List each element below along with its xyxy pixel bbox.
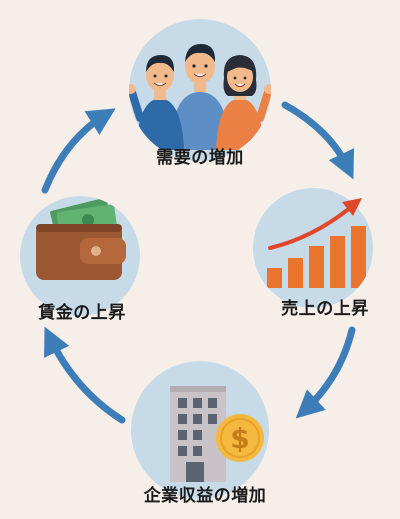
wallet-money-icon (20, 196, 140, 316)
office-building-coin-icon: $ (131, 361, 269, 499)
chart-bar-1 (267, 268, 282, 288)
chart-bar-4 (330, 236, 345, 288)
chart-bar-5 (351, 226, 366, 288)
node-label-wage: 賃金の上昇 (38, 303, 126, 323)
coin-icon (216, 414, 264, 462)
arrow-wage-to-demand (41, 108, 116, 194)
people-icon (129, 19, 271, 161)
arrow-sales-to-profit (295, 326, 356, 419)
arrow-demand-to-sales (281, 101, 355, 180)
chart-bar-2 (288, 258, 303, 288)
rising-bar-chart-icon (253, 188, 373, 308)
chart-bar-3 (309, 246, 324, 288)
node-label-demand: 需要の増加 (156, 148, 244, 168)
arrow-profit-to-wage (44, 326, 126, 424)
node-label-profit: 企業収益の増加 (143, 486, 267, 506)
coin-symbol: $ (230, 422, 249, 455)
trend-arrow-icon (268, 206, 352, 250)
node-label-sales: 売上の上昇 (281, 299, 369, 319)
